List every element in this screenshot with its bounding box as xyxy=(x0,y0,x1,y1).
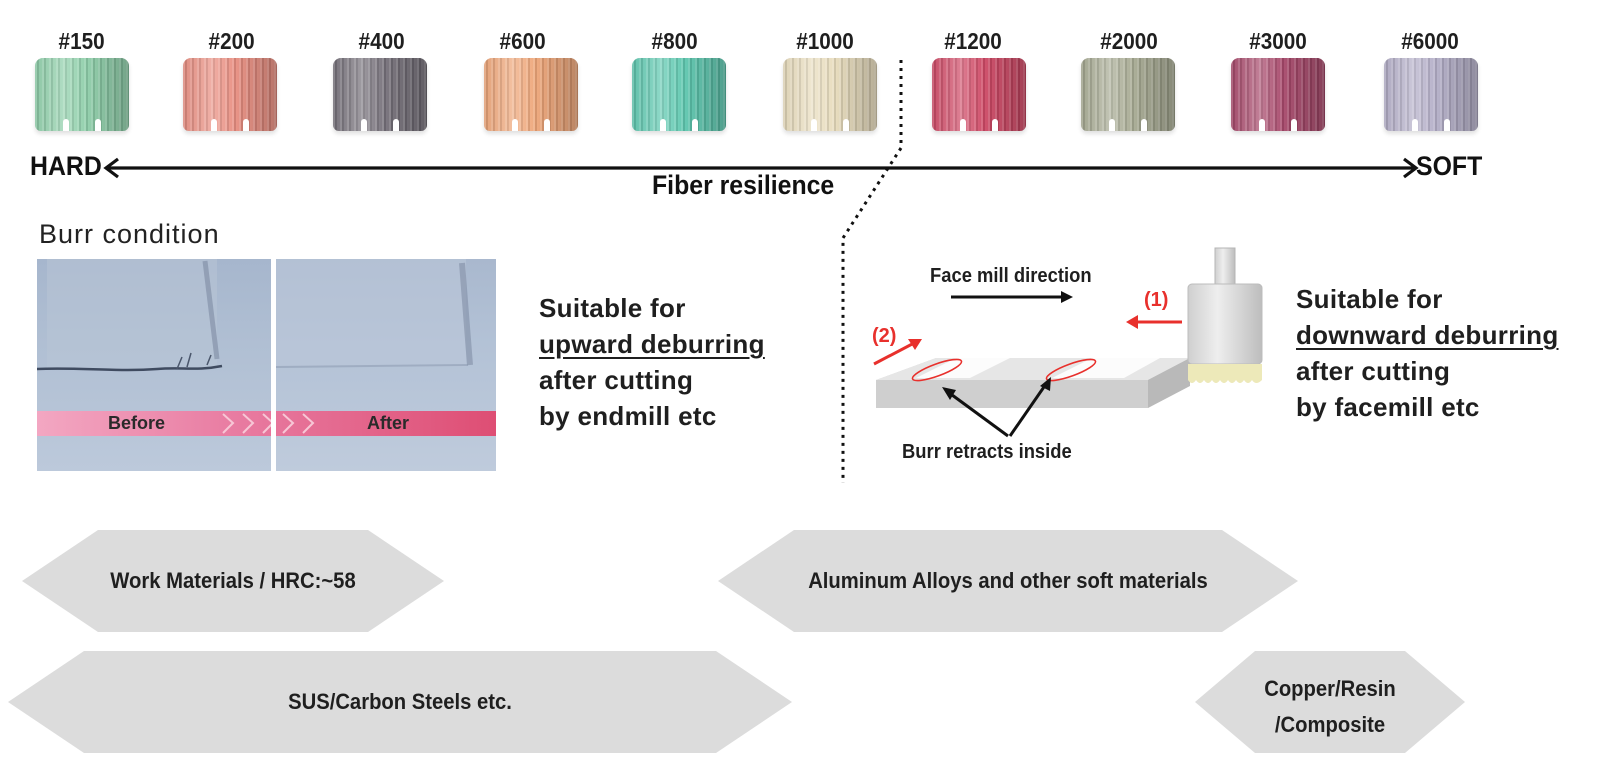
before-label: Before xyxy=(108,413,166,433)
downward-deburring-text: Suitable for downward deburring after cu… xyxy=(1296,284,1559,422)
grit-label-6000: #6000 xyxy=(1401,28,1459,54)
grit-label-400: #400 xyxy=(358,28,405,54)
upward-deburring-text: Suitable for upward deburring after cutt… xyxy=(539,293,765,431)
brush-image-800 xyxy=(632,58,726,131)
fiber-resilience-arrow xyxy=(103,157,1419,179)
photo-separator xyxy=(271,259,276,471)
axis-soft-label: SOFT xyxy=(1416,151,1483,181)
brush-image-400 xyxy=(333,58,427,131)
grit-label-150: #150 xyxy=(58,28,105,54)
grit-label-3000: #3000 xyxy=(1249,28,1307,54)
brush-image-150 xyxy=(35,58,129,131)
work-materials-label: Work Materials / HRC:~58 xyxy=(110,568,356,593)
facemill-cutter-icon xyxy=(1187,247,1263,383)
grit-label-800: #800 xyxy=(651,28,698,54)
burr-before-photo xyxy=(37,259,271,471)
brush-image-6000 xyxy=(1384,58,1478,131)
before-after-banner xyxy=(37,411,496,436)
grit-label-600: #600 xyxy=(499,28,546,54)
burr-condition-title: Burr condition xyxy=(39,219,220,249)
grit-label-200: #200 xyxy=(208,28,255,54)
aluminum-alloys-label: Aluminum Alloys and other soft materials xyxy=(808,568,1208,593)
material-hexagons xyxy=(8,530,1465,753)
brush-image-1200 xyxy=(932,58,1026,131)
brush-image-3000 xyxy=(1231,58,1325,131)
brush-image-2000 xyxy=(1081,58,1175,131)
fiber-resilience-title: Fiber resilience xyxy=(652,170,835,200)
sus-carbon-steels-label: SUS/Carbon Steels etc. xyxy=(288,689,512,714)
face-mill-direction-label: Face mill direction xyxy=(930,265,1092,287)
brush-image-1000 xyxy=(783,58,877,131)
brush-image-200 xyxy=(183,58,277,131)
grit-label-2000: #2000 xyxy=(1100,28,1158,54)
step-1-label: (1) xyxy=(1144,289,1169,311)
burr-after-photo xyxy=(276,259,496,471)
brush-image-600 xyxy=(484,58,578,131)
burr-retracts-label: Burr retracts inside xyxy=(902,441,1072,463)
axis-hard-label: HARD xyxy=(30,151,102,181)
facemill-diagram xyxy=(873,291,1190,438)
copper-resin-label: Copper/Resin /Composite xyxy=(1264,676,1396,737)
after-label: After xyxy=(367,413,410,433)
grit-label-1200: #1200 xyxy=(944,28,1002,54)
step-2-label: (2) xyxy=(872,325,897,347)
grit-label-1000: #1000 xyxy=(796,28,854,54)
